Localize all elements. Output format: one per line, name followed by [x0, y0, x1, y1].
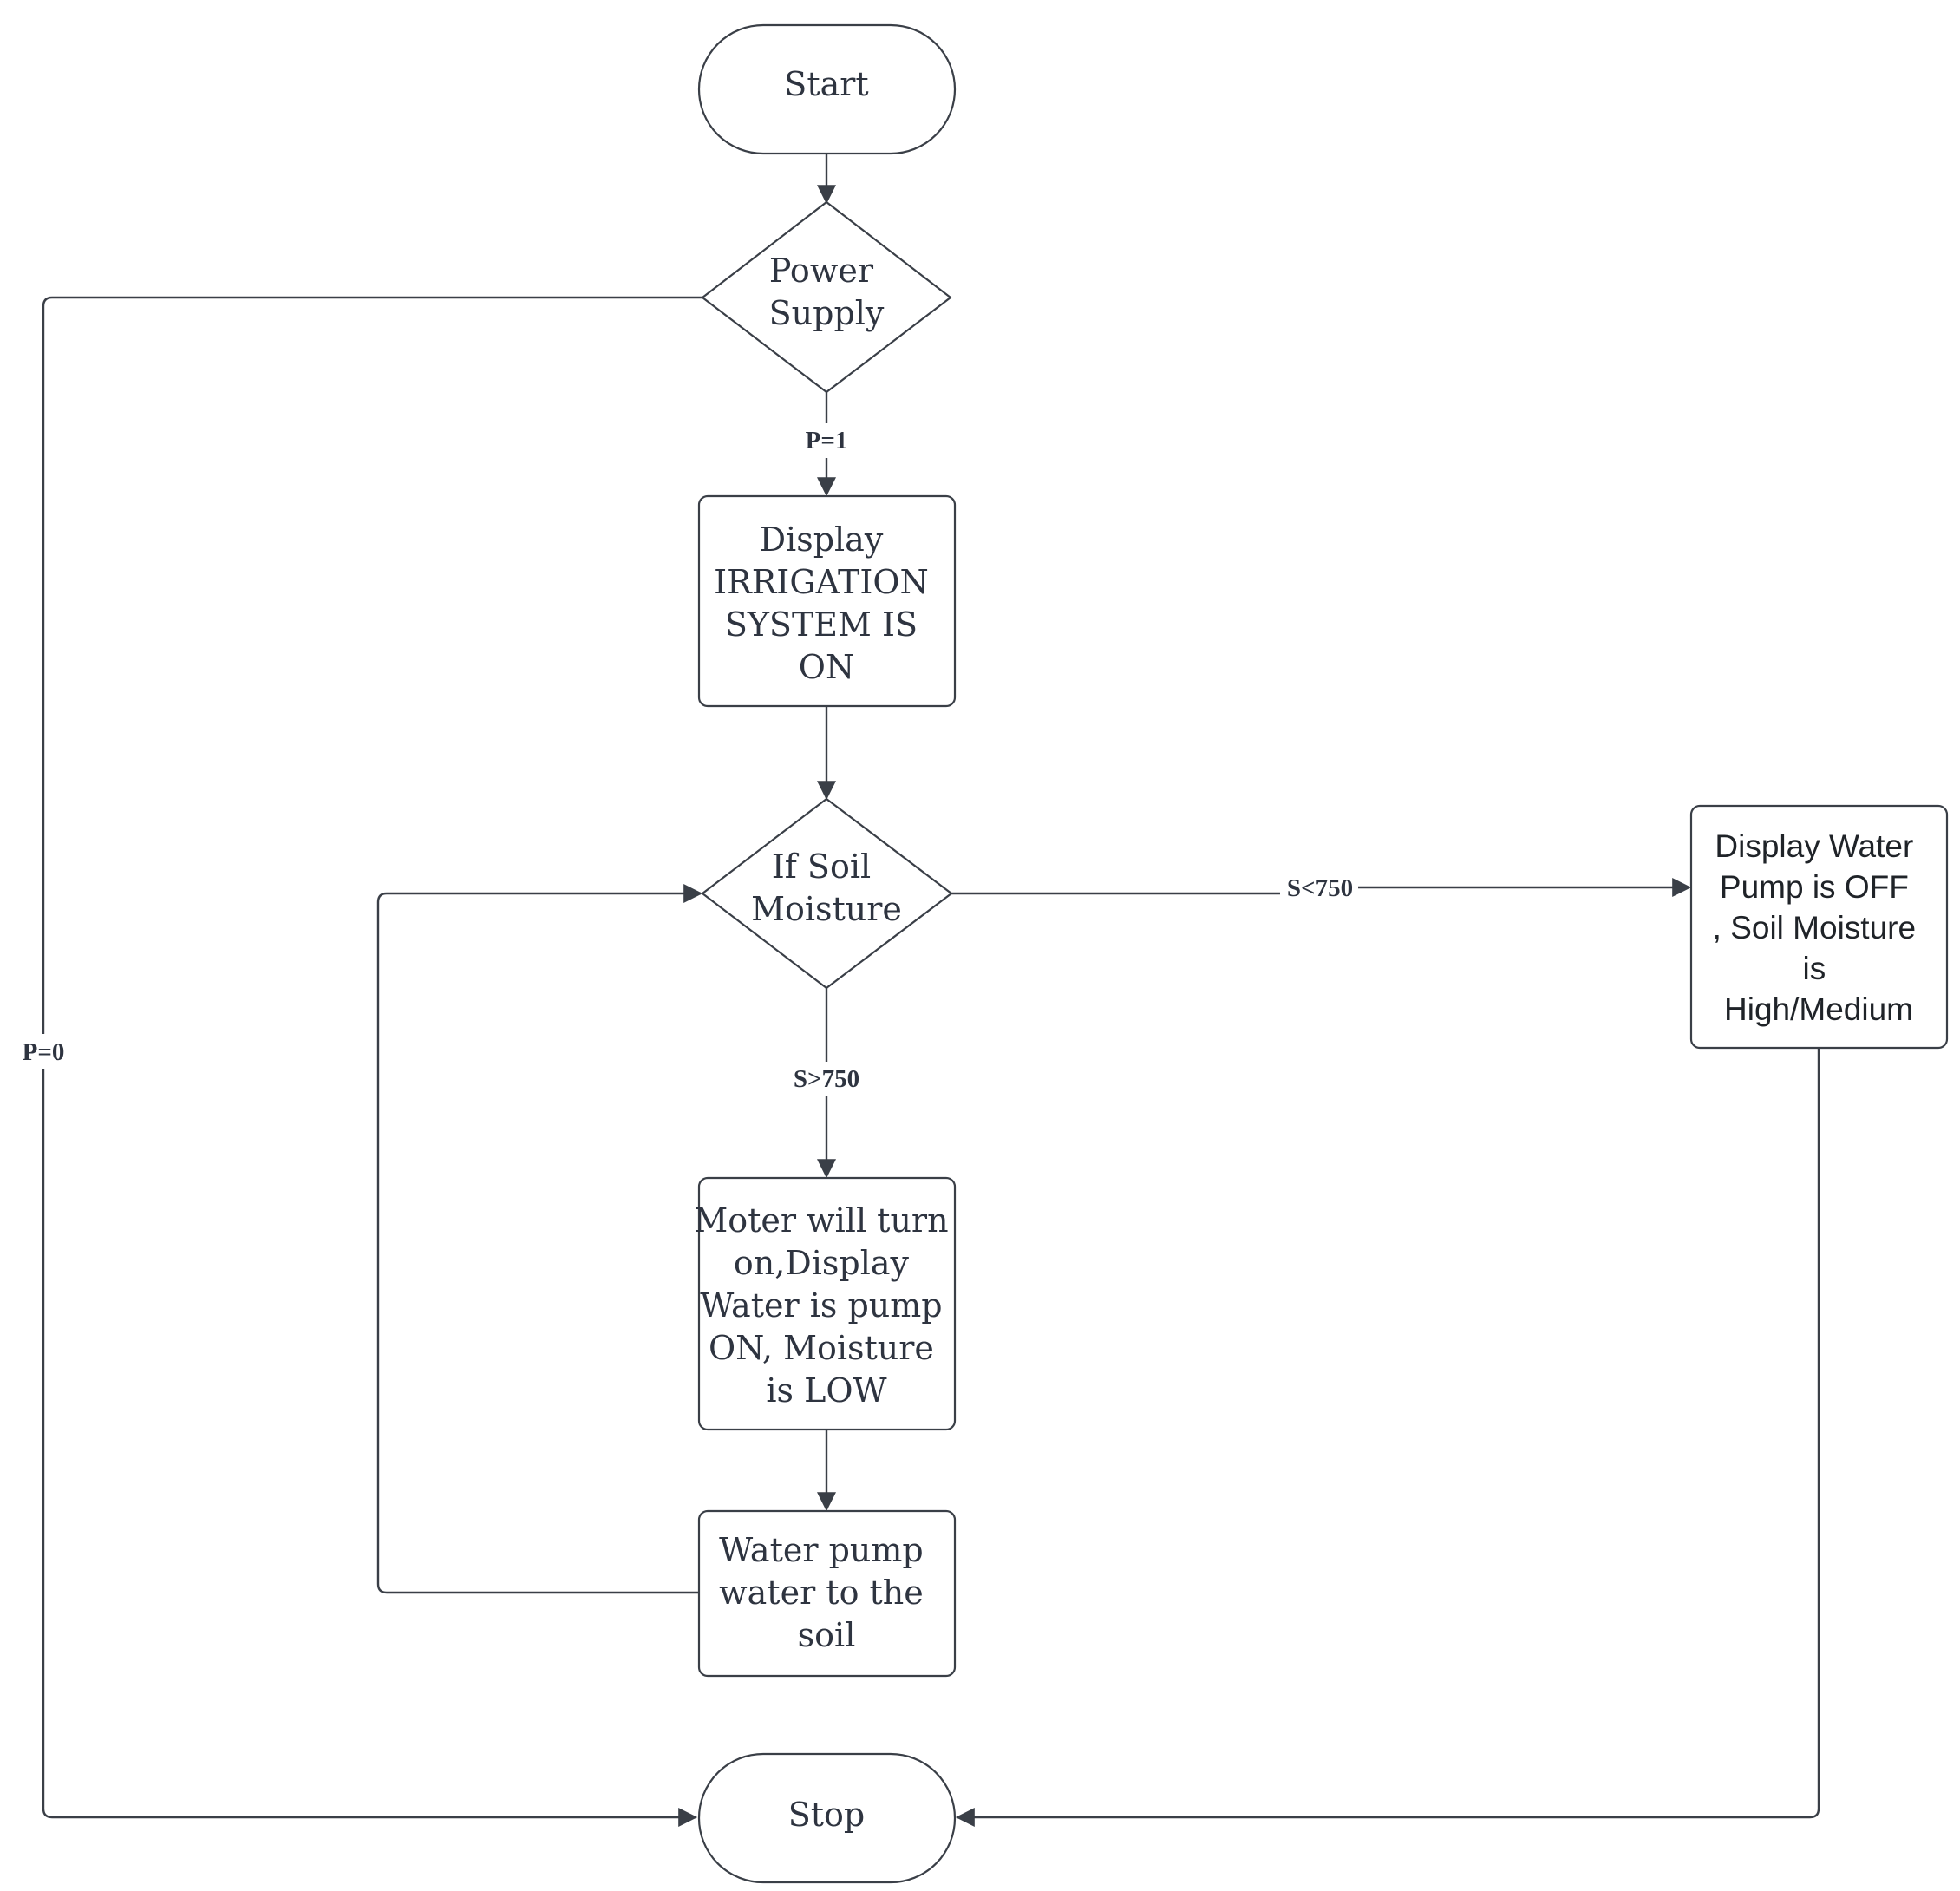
edge-label-p0: P=0 [23, 1038, 65, 1066]
edge-label-s-less: S<750 [1287, 874, 1353, 902]
terminal-shape [697, 23, 957, 155]
node-display-system-on-label: Display IRRIGATION SYSTEM IS ON [714, 520, 939, 686]
process-shape [697, 1176, 957, 1431]
node-start-label: Start [784, 65, 868, 103]
edge-pump-loop-to-soil [376, 884, 703, 1594]
node-motor-on: Moter will turn on,Display Water is pump… [694, 1176, 958, 1431]
node-soil-moisture: If Soil Moisture [701, 797, 953, 990]
process-shape [697, 494, 957, 708]
edge-pump-off-to-stop [955, 1048, 1820, 1827]
edge-power-to-stop [42, 296, 702, 1827]
node-stop-label: Stop [788, 1796, 866, 1834]
edge-label-s-greater: S>750 [794, 1065, 859, 1093]
terminal-shape [697, 1752, 957, 1884]
edge-labels: P=1 P=0 S>750 S<750 [12, 423, 1358, 1096]
process-shape [1689, 804, 1949, 1050]
edge-label-p1: P=1 [806, 427, 848, 455]
process-shape [697, 1509, 957, 1678]
node-soil-moisture-label: If Soil Moisture [751, 847, 902, 928]
node-start: Start [697, 23, 957, 155]
node-water-pump-label: Water pump water to the soil [719, 1531, 934, 1654]
node-power-supply-label: Power Supply [769, 252, 885, 332]
node-power-supply: Power Supply [701, 200, 952, 394]
decision-shape [701, 797, 953, 990]
node-display-pump-off: Display Water Pump is OFF , Soil Moistur… [1689, 804, 1949, 1050]
node-display-system-on: Display IRRIGATION SYSTEM IS ON [697, 494, 957, 708]
node-stop: Stop [697, 1752, 957, 1884]
decision-shape [701, 200, 952, 394]
node-display-pump-off-label: Display Water Pump is OFF , Soil Moistur… [1713, 828, 1925, 1027]
node-water-pump: Water pump water to the soil [697, 1509, 957, 1678]
node-motor-on-label: Moter will turn on,Display Water is pump… [694, 1201, 958, 1410]
